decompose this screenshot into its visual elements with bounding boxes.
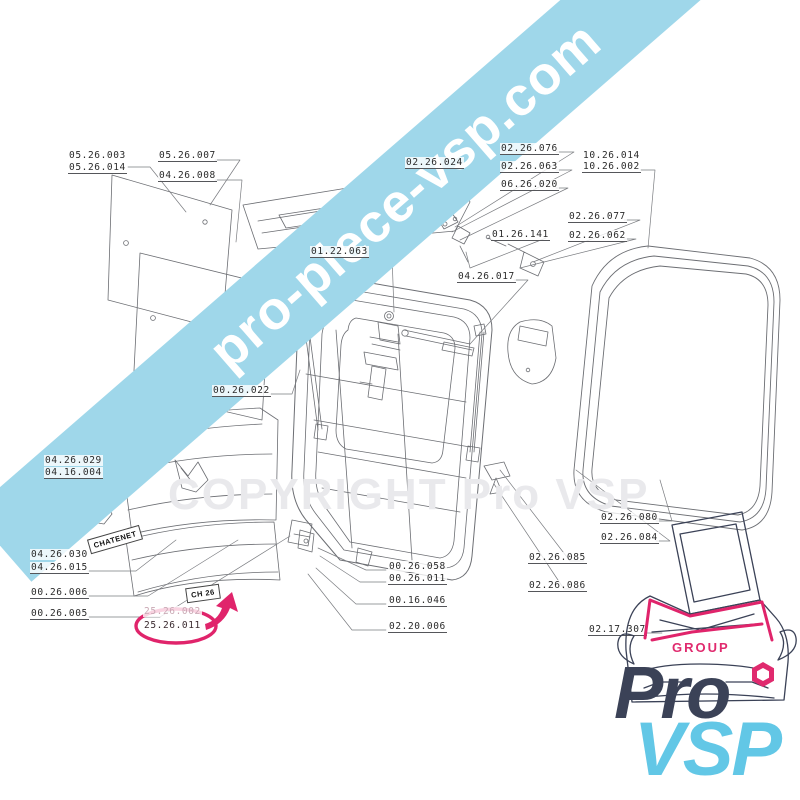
part-reference-label: 00.26.011 [388,573,447,585]
highlight-arrow [205,592,238,630]
part-reference-label: 02.26.080 [600,512,659,524]
part-reference-label: 00.26.058 [388,561,447,572]
part-reference-label: 00.26.006 [30,587,89,599]
part-latch-striker [287,461,511,547]
part-reference-label: 01.22.063 [310,246,369,258]
part-reference-label: 05.26.007 [158,150,217,162]
part-reference-label: 06.26.020 [500,179,559,191]
part-reference-label: 02.26.076 [500,143,559,155]
part-reference-label: 02.26.086 [528,580,587,592]
hexagon-icon [752,662,774,687]
part-reference-label: 02.20.006 [388,621,447,633]
part-flap [507,319,557,385]
part-reference-label: 02.26.063 [500,161,559,173]
faded-reference: 25.26.002 [143,606,202,617]
part-reference-label: 04.26.017 [457,271,516,283]
part-reference-label: 10.26.002 [582,161,641,173]
part-internal-structure [305,329,471,561]
part-reference-label: 02.17.307 [588,624,647,636]
part-reference-label: 04.16.004 [44,467,103,479]
part-reference-label: 05.26.014 [68,162,127,174]
part-reference-label: 00.16.046 [388,595,447,607]
part-reference-label: 05.26.003 [68,150,127,161]
circled-reference: 25.26.011 [143,620,202,631]
part-reference-label: 02.26.085 [528,552,587,564]
copyright-watermark: COPYRIGHT Pro VSP [168,470,650,519]
part-reference-label: 00.26.022 [212,385,271,397]
part-reference-label: 10.26.014 [582,150,641,161]
part-reference-label: 00.26.005 [30,608,89,620]
part-reference-label: 02.26.024 [405,157,464,169]
part-reference-label: 04.26.030 [30,549,89,560]
logo-group-text: GROUP [672,640,730,655]
part-wiper-arm [401,329,475,357]
part-tailgate-seal-right [573,245,781,531]
part-wiper-motor [359,311,401,401]
logo-vsp-text: VSP [634,707,782,792]
part-gas-strut-right [465,323,487,463]
part-reference-label: 04.26.015 [30,562,89,574]
part-rear-window-aperture [335,317,456,464]
vehicle-inset-body [617,511,797,703]
part-reference-label: 02.26.084 [600,532,659,544]
part-reference-label: 02.26.062 [568,230,627,242]
provsp-logo: GROUP Pro VSP [612,640,788,792]
part-chevron-emblem-panel [174,459,209,493]
part-clips [297,529,373,567]
vehicle-inset-highlight [643,598,774,642]
part-reference-label: 04.26.029 [44,455,103,466]
part-reference-label: 01.26.141 [491,229,550,241]
part-reference-label: 04.26.008 [158,170,217,182]
part-reference-label: 02.26.077 [568,211,627,223]
logo-pro-text: Pro [614,651,731,734]
